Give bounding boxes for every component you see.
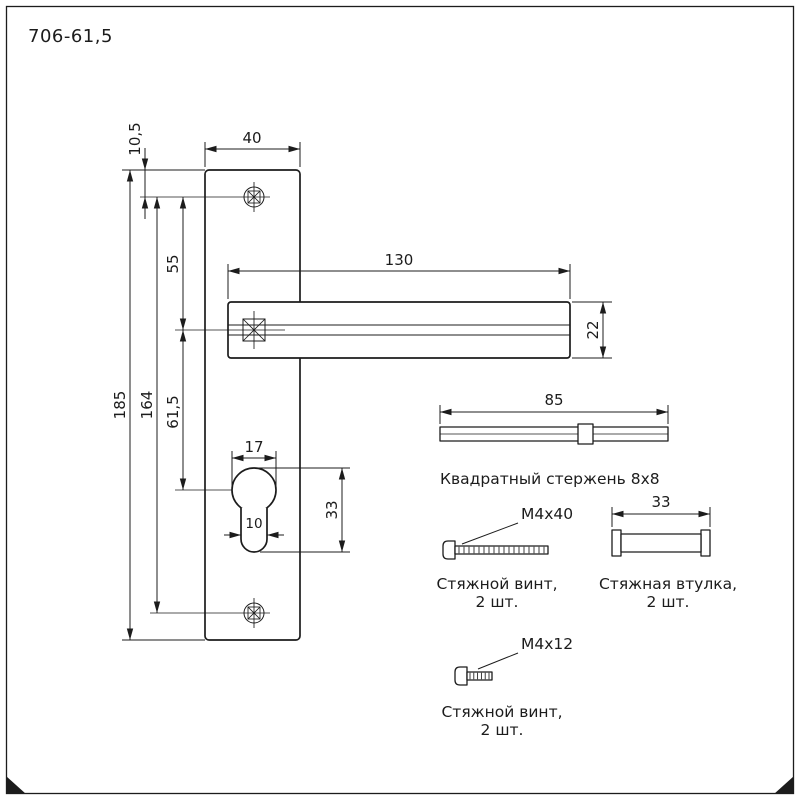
sleeve-caption: Стяжная втулка, xyxy=(599,575,737,593)
dim-label-handle-height: 22 xyxy=(584,320,602,339)
screw-short-caption: Стяжной винт, xyxy=(441,703,562,721)
dim-plate-width: 40 xyxy=(204,129,301,167)
dim-label-hole-to-handle: 55 xyxy=(164,254,182,273)
dim-label-top-hole-offset: 10,5 xyxy=(126,122,144,155)
screw-short-head xyxy=(454,666,468,686)
dim-label-plate-height: 185 xyxy=(111,391,129,420)
sleeve: 33 Стяжная втулка, 2 шт. xyxy=(599,493,737,611)
backplate-outline xyxy=(204,169,301,641)
dim-handle-height: 22 xyxy=(572,301,612,359)
dim-label-rod-length: 85 xyxy=(544,391,563,409)
screw-long-threads xyxy=(458,546,545,554)
screw-hole-top xyxy=(140,182,270,212)
dim-cylinder-width: 17 xyxy=(231,438,277,486)
screw-long-size-label: M4x40 xyxy=(521,505,573,523)
dim-label-cylinder-width: 17 xyxy=(244,438,263,456)
leader-line-screw-long xyxy=(461,522,519,545)
sheet-border xyxy=(5,5,795,795)
screw-long-caption: Стяжной винт, xyxy=(436,575,557,593)
dim-label-cylinder-slot: 10 xyxy=(245,516,262,532)
dim-hole-spacing: 164 xyxy=(138,197,161,613)
square-rod: 85 Квадратный стержень 8x8 xyxy=(439,391,669,488)
screw-long: M4x40 Стяжной винт, 2 шт. xyxy=(436,505,573,611)
cylinder-keyhole xyxy=(175,467,277,553)
dim-label-plate-width: 40 xyxy=(242,129,261,147)
dim-top-hole-offset: 10,5 xyxy=(126,122,149,219)
screw-short-shaft xyxy=(466,671,493,681)
spindle-square xyxy=(175,311,285,349)
rod-label: Квадратный стержень 8x8 xyxy=(440,470,660,488)
dim-cylinder-height: 33 xyxy=(258,467,350,553)
corner-mark-bottom-right xyxy=(774,776,794,794)
dim-label-hole-spacing: 164 xyxy=(138,391,156,420)
sleeve-qty: 2 шт. xyxy=(647,593,690,611)
dim-label-cylinder-height: 33 xyxy=(323,500,341,519)
screw-short-threads xyxy=(469,672,490,680)
dim-hole-to-handle: 55 xyxy=(164,197,187,330)
screw-short-size-label: M4x12 xyxy=(521,635,573,653)
leader-line-screw-short xyxy=(477,652,519,670)
dim-label-sleeve-length: 33 xyxy=(651,493,670,511)
dim-handle-to-cylinder: 61,5 xyxy=(164,330,187,490)
screw-long-qty: 2 шт. xyxy=(476,593,519,611)
screw-short: M4x12 Стяжной винт, 2 шт. xyxy=(441,635,573,739)
dim-handle-length: 130 xyxy=(227,251,571,299)
dim-label-handle-length: 130 xyxy=(385,251,414,269)
dim-plate-height: 185 xyxy=(111,169,205,641)
screw-long-head xyxy=(442,540,456,560)
corner-mark-bottom-left xyxy=(6,776,26,794)
screw-long-shaft xyxy=(454,545,549,555)
drawing-number: 706-61,5 xyxy=(28,26,113,47)
dim-cylinder-slot: 10 xyxy=(224,516,284,539)
screw-hole-bottom xyxy=(150,598,270,628)
dim-label-handle-to-cylinder: 61,5 xyxy=(164,395,182,428)
screw-short-qty: 2 шт. xyxy=(481,721,524,739)
